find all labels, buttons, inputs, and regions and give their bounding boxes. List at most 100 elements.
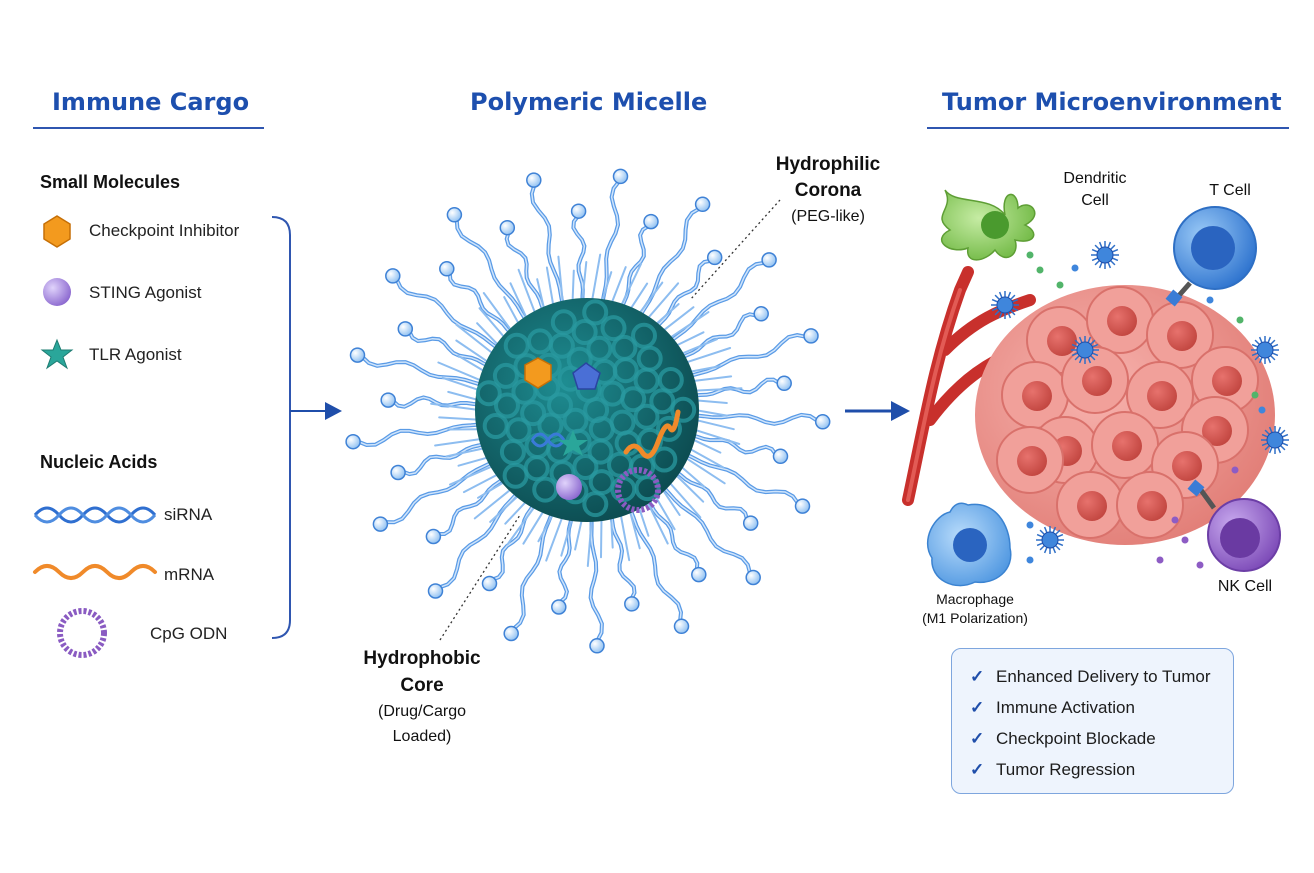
- dendritic-cell: [941, 189, 1036, 261]
- peg-end-bead: [345, 433, 361, 450]
- peg-chain: [529, 182, 565, 307]
- peg-end-bead: [772, 448, 789, 465]
- nucleic-acids-heading: Nucleic Acids: [40, 452, 158, 472]
- outcomes-box: ✓ Enhanced Delivery to Tumor ✓ Immune Acti…: [951, 648, 1234, 794]
- peg-end-bead: [673, 618, 690, 635]
- core-label-line4: Loaded): [392, 728, 452, 745]
- nk-cell-label: NK Cell: [1217, 578, 1273, 595]
- mrna-label: mRNA: [164, 565, 215, 584]
- checkpoint-inhibitor-label: Checkpoint Inhibitor: [89, 221, 240, 240]
- macrophage-cell: [926, 502, 1012, 587]
- checkmark-icon: ✓: [970, 759, 985, 779]
- spiky-nanoparticle: [1091, 241, 1119, 269]
- cpg-odn-label: CpG ODN: [150, 624, 228, 643]
- signal-dot: [1026, 521, 1034, 529]
- corona-label-line2: Corona: [794, 180, 862, 201]
- micelle-corona: [345, 168, 831, 654]
- outcome-text: Checkpoint Blockade: [996, 728, 1156, 748]
- t-cell: [1165, 206, 1257, 307]
- checkmark-icon: ✓: [970, 728, 985, 748]
- peg-end-bead: [390, 464, 406, 481]
- checkmark-icon: ✓: [970, 697, 985, 717]
- signal-dot: [1036, 266, 1044, 274]
- outcome-item: ✓ Enhanced Delivery to Tumor: [970, 661, 1233, 692]
- outcome-text: Immune Activation: [996, 697, 1135, 717]
- peg-end-bead: [446, 207, 463, 223]
- core-label-line2: Core: [400, 675, 444, 696]
- peg-end-bead: [481, 575, 498, 592]
- signal-dot: [1026, 251, 1034, 259]
- immune-cargo-rule: [33, 127, 264, 129]
- peg-end-bead: [691, 566, 707, 583]
- outcome-item: ✓ Immune Activation: [970, 692, 1233, 723]
- peg-end-bead: [643, 213, 659, 230]
- peg-end-bead: [551, 599, 567, 615]
- outcome-item: ✓Tumor Regression: [970, 754, 1233, 785]
- peg-end-bead: [794, 498, 811, 514]
- core-pentagon-cargo: [572, 362, 601, 390]
- signal-dot: [1196, 561, 1204, 569]
- sirna-label: siRNA: [164, 505, 213, 524]
- peg-end-bead: [745, 569, 761, 586]
- orange-hexagon-icon: [43, 215, 71, 248]
- peg-end-bead: [349, 347, 366, 363]
- core-sphere-cargo: [556, 474, 582, 500]
- core-circular-dna-cargo: [615, 467, 661, 513]
- spiky-nanoparticle: [1251, 336, 1279, 364]
- peg-end-bead: [439, 261, 455, 277]
- core-star-cargo: [558, 430, 588, 456]
- signal-dot: [1206, 296, 1214, 304]
- double-helix-icon: [33, 506, 157, 524]
- peg-end-bead: [570, 203, 587, 219]
- signal-dot: [1171, 516, 1179, 524]
- signal-dot: [1181, 536, 1189, 544]
- cargo-to-micelle-arrowhead: [325, 402, 342, 420]
- immune-cargo-title: Immune Cargo: [52, 88, 250, 116]
- cargo-bracket: [271, 216, 291, 639]
- dendritic-cell-line2: Cell: [1081, 192, 1109, 209]
- spiky-nanoparticle: [1261, 426, 1289, 454]
- peg-end-bead: [526, 172, 542, 188]
- macrophage-label: Macrophage (M1 Polarization): [910, 590, 1040, 628]
- dendritic-cell-label: Dendritic Cell: [1050, 168, 1140, 212]
- dendritic-cell-line1: Dendritic: [1063, 170, 1127, 187]
- spiky-nanoparticle: [1071, 336, 1099, 364]
- signal-dot: [1056, 281, 1064, 289]
- peg-end-bead: [397, 321, 414, 337]
- sting-agonist-label: STING Agonist: [89, 283, 202, 302]
- circular-dna-icon: [57, 608, 107, 658]
- peg-end-bead: [624, 596, 640, 612]
- hydrophilic-corona-label: Hydrophilic Corona (PEG-like): [770, 152, 886, 230]
- corona-leader-line: [689, 199, 781, 301]
- macrophage-line2: (M1 Polarization): [922, 610, 1028, 626]
- peg-end-bead: [372, 516, 389, 532]
- peg-end-bead: [803, 328, 819, 344]
- peg-end-bead: [776, 375, 792, 392]
- macrophage-line1: Macrophage: [936, 591, 1014, 607]
- signal-dot: [1026, 556, 1034, 564]
- core-hexagon-cargo: [524, 357, 552, 389]
- peg-end-bead: [380, 392, 396, 408]
- tlr-agonist-label: TLR Agonist: [89, 345, 182, 364]
- spiky-nanoparticle: [991, 291, 1019, 319]
- peg-end-bead: [385, 268, 401, 284]
- micelle-to-tumor-arrowhead: [891, 401, 910, 421]
- signal-dot: [1251, 391, 1259, 399]
- signal-dot: [1156, 556, 1164, 564]
- corona-label-line3: (PEG-like): [791, 208, 865, 225]
- checkmark-icon: ✓: [970, 666, 985, 686]
- spiky-nanoparticle: [1036, 526, 1064, 554]
- wavy-strand-icon: [33, 564, 157, 580]
- peg-end-bead: [425, 528, 442, 545]
- peg-end-bead: [814, 414, 831, 430]
- small-molecules-heading: Small Molecules: [40, 172, 181, 192]
- outcome-text: Enhanced Delivery to Tumor: [996, 666, 1211, 686]
- peg-end-bead: [753, 306, 769, 322]
- peg-end-bead: [499, 219, 516, 236]
- peg-chain: [399, 441, 487, 477]
- polymeric-micelle-title: Polymeric Micelle: [470, 88, 708, 116]
- peg-chain: [588, 515, 604, 644]
- peg-end-bead: [589, 638, 605, 654]
- tumor-microenvironment-rule: [927, 127, 1289, 129]
